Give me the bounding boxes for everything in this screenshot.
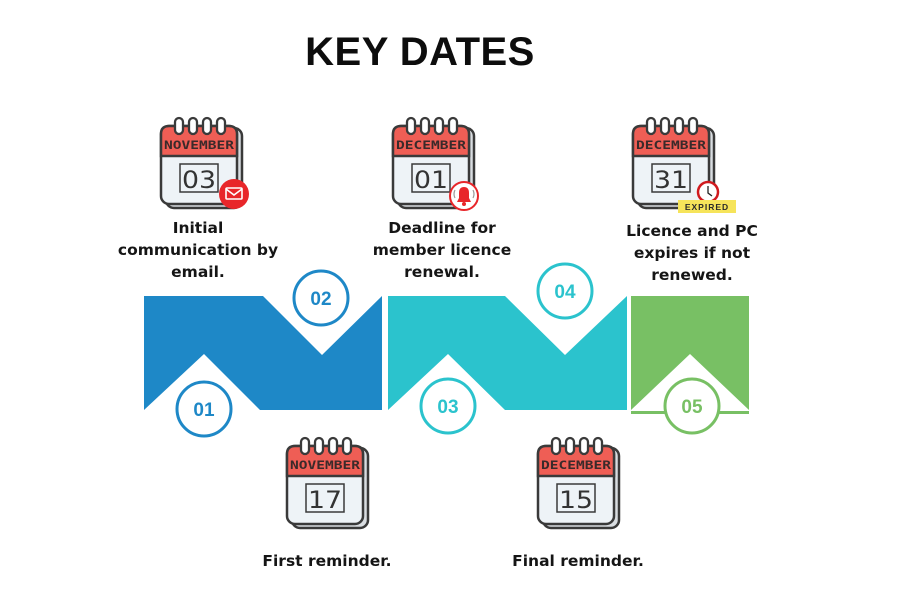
calendar-ring [201,116,213,136]
timeline-segment-green [631,296,749,410]
calendar-ring [419,116,431,136]
calendar-day-box [411,163,451,193]
step-marker-02: 02 [292,269,350,327]
expired-badge: EXPIRED [678,200,736,213]
calendar-ring [673,116,685,136]
calendar-ring [215,116,227,136]
calendar-month: NOVEMBER [290,458,360,472]
calendar-month: NOVEMBER [164,138,234,152]
step-number-02: 02 [310,289,331,310]
calendar-day-box [179,163,219,193]
calendar-icon-dec-01: DECEMBER 01 [390,116,479,211]
step-marker-05: 05 [663,377,721,435]
calendar-ring [447,116,459,136]
calendar-day: 03 [182,166,216,194]
clock-icon [696,180,720,204]
calendar-month: DECEMBER [541,458,611,472]
calendar-icon-dec-15: DECEMBER 15 [535,436,621,530]
calendar-day: 17 [308,486,342,514]
calendar-month: DECEMBER [636,138,706,152]
timeline-segment-teal [388,296,627,410]
calendar-icon-nov-03: NOVEMBER 03 [158,116,249,210]
step-marker-01: 01 [175,380,233,438]
step-description-05: Licence and PC expires if not renewed. [626,222,758,284]
step-number-04: 04 [554,282,576,303]
page-title: KEY DATES [305,30,535,74]
step-description-03: Deadline for member licence renewal. [372,219,512,281]
calendar-ring [187,116,199,136]
calendar-day: 31 [654,166,688,194]
calendar-ring [687,116,699,136]
calendar-ring [578,436,590,456]
calendar-ring [659,116,671,136]
calendar-day-box [305,483,345,513]
calendar-ring [173,116,185,136]
calendar-ring [645,116,657,136]
calendar-ring [564,436,576,456]
timeline-segment-blue [144,296,382,410]
calendar-ring [313,436,325,456]
envelope-icon [219,179,249,209]
calendar-ring [405,116,417,136]
step-number-03: 03 [437,397,458,418]
step-description-04: Final reminder. [512,552,644,570]
step-marker-03: 03 [419,377,477,435]
bell-icon [449,181,479,211]
calendar-ring [327,436,339,456]
expired-badge-text: EXPIRED [685,202,729,212]
calendar-ring [433,116,445,136]
calendar-ring [592,436,604,456]
step-description-01: Initial communication by email. [117,219,279,281]
calendar-ring [550,436,562,456]
step-number-05: 05 [681,397,703,418]
calendar-day-box [556,483,596,513]
calendar-day: 15 [559,486,593,514]
step-description-02: First reminder. [262,552,392,570]
step-number-01: 01 [193,400,215,421]
calendar-ring [299,436,311,456]
calendar-day-box [651,163,691,193]
calendar-month: DECEMBER [396,138,466,152]
step-marker-04: 04 [536,262,594,320]
calendar-ring [341,436,353,456]
calendar-day: 01 [414,166,448,194]
calendar-icon-nov-17: NOVEMBER 17 [284,436,370,530]
